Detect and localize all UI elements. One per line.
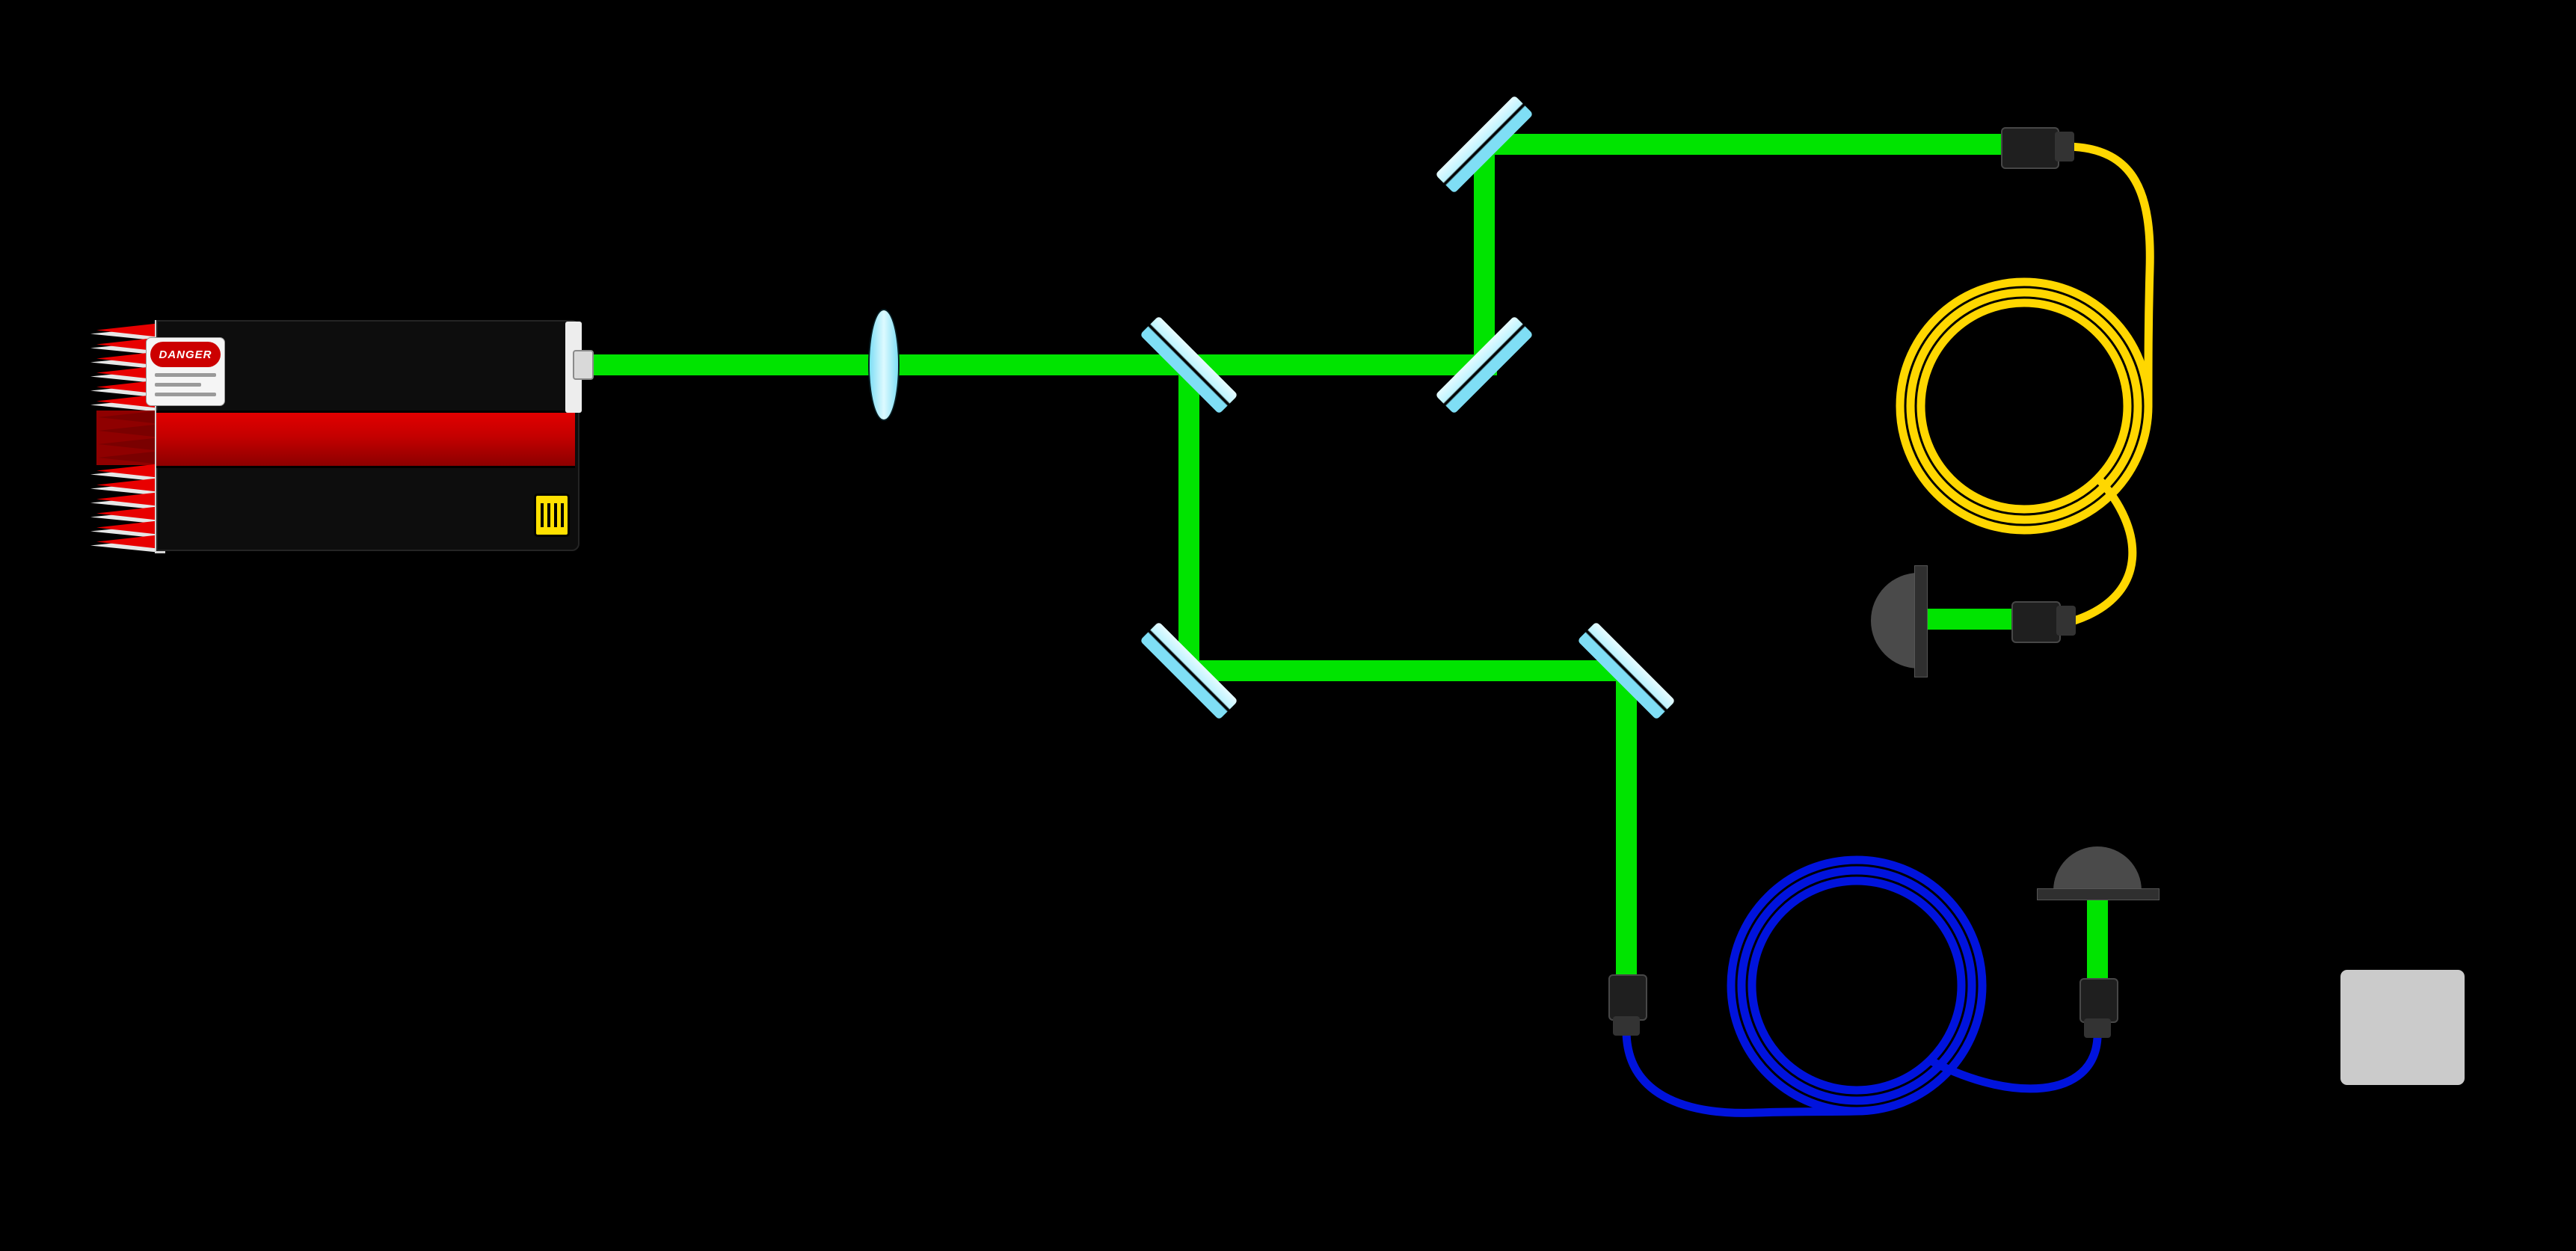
beam-blue-collimated [2087,893,2108,984]
yellow-fiber-entry [2064,142,2154,411]
certification-label-bar [560,503,564,527]
danger-fineprint-line [155,383,201,387]
beam-up-vertical [1474,142,1495,366]
beam-yellow-collimated [1925,609,2016,630]
laser-tube-stripe [156,411,575,468]
fiber-coupler-yellow-out-boot [2056,606,2076,636]
danger-label-text: DANGER [159,348,212,361]
beam-main-horizontal [589,354,1497,375]
danger-label: DANGER [147,338,224,405]
laser-output-aperture [573,350,594,380]
beam-top-horizontal [1482,134,2004,155]
blue-fiber-entry [1622,1026,1861,1117]
fins-top [96,323,161,408]
fiber-coupler-yellow-in-boot [2055,132,2074,162]
beam-down-vertical [1178,366,1199,673]
certification-label-bar [547,503,550,527]
certification-label-bar [553,503,557,527]
yellow-fiber-loop [1916,298,2132,514]
collimator-mount-blue-plate [2037,888,2160,900]
fiber-coupler-blue-out-boot [2084,1018,2111,1038]
certification-label [534,494,570,537]
yellow-fiber-loop [1896,277,2153,535]
focusing-lens [870,310,898,419]
fiber-coupler-blue-in-boot [1613,1016,1640,1036]
danger-fineprint-line [155,393,216,396]
blue-fiber-loop [1737,866,1976,1105]
yellow-fiber-exit [2070,474,2137,625]
blue-fiber-loop [1747,876,1966,1095]
yellow-fiber-loop [1906,288,2142,524]
blue-fiber-exit [1928,1033,2102,1093]
fiber-coupler-yellow-in [2001,127,2059,169]
danger-fineprint-line [155,373,216,377]
beam-to-blue-fiber-vertical [1616,669,1637,983]
collimator-mount-yellow-plate [1914,565,1928,677]
fiber-coupler-blue-out [2079,978,2118,1023]
beam-lower-horizontal [1187,660,1629,681]
certification-label-bar [540,503,544,527]
fiber-coupler-blue-in [1608,974,1647,1021]
laser-heatsink-fins [90,320,165,553]
blue-fiber-loop [1727,855,1987,1116]
fins-mid [98,411,161,464]
fiber-coupler-yellow-out [2011,601,2061,643]
danger-label-band: DANGER [150,342,221,367]
detector-target [2340,970,2465,1085]
fins-bottom [96,464,161,549]
